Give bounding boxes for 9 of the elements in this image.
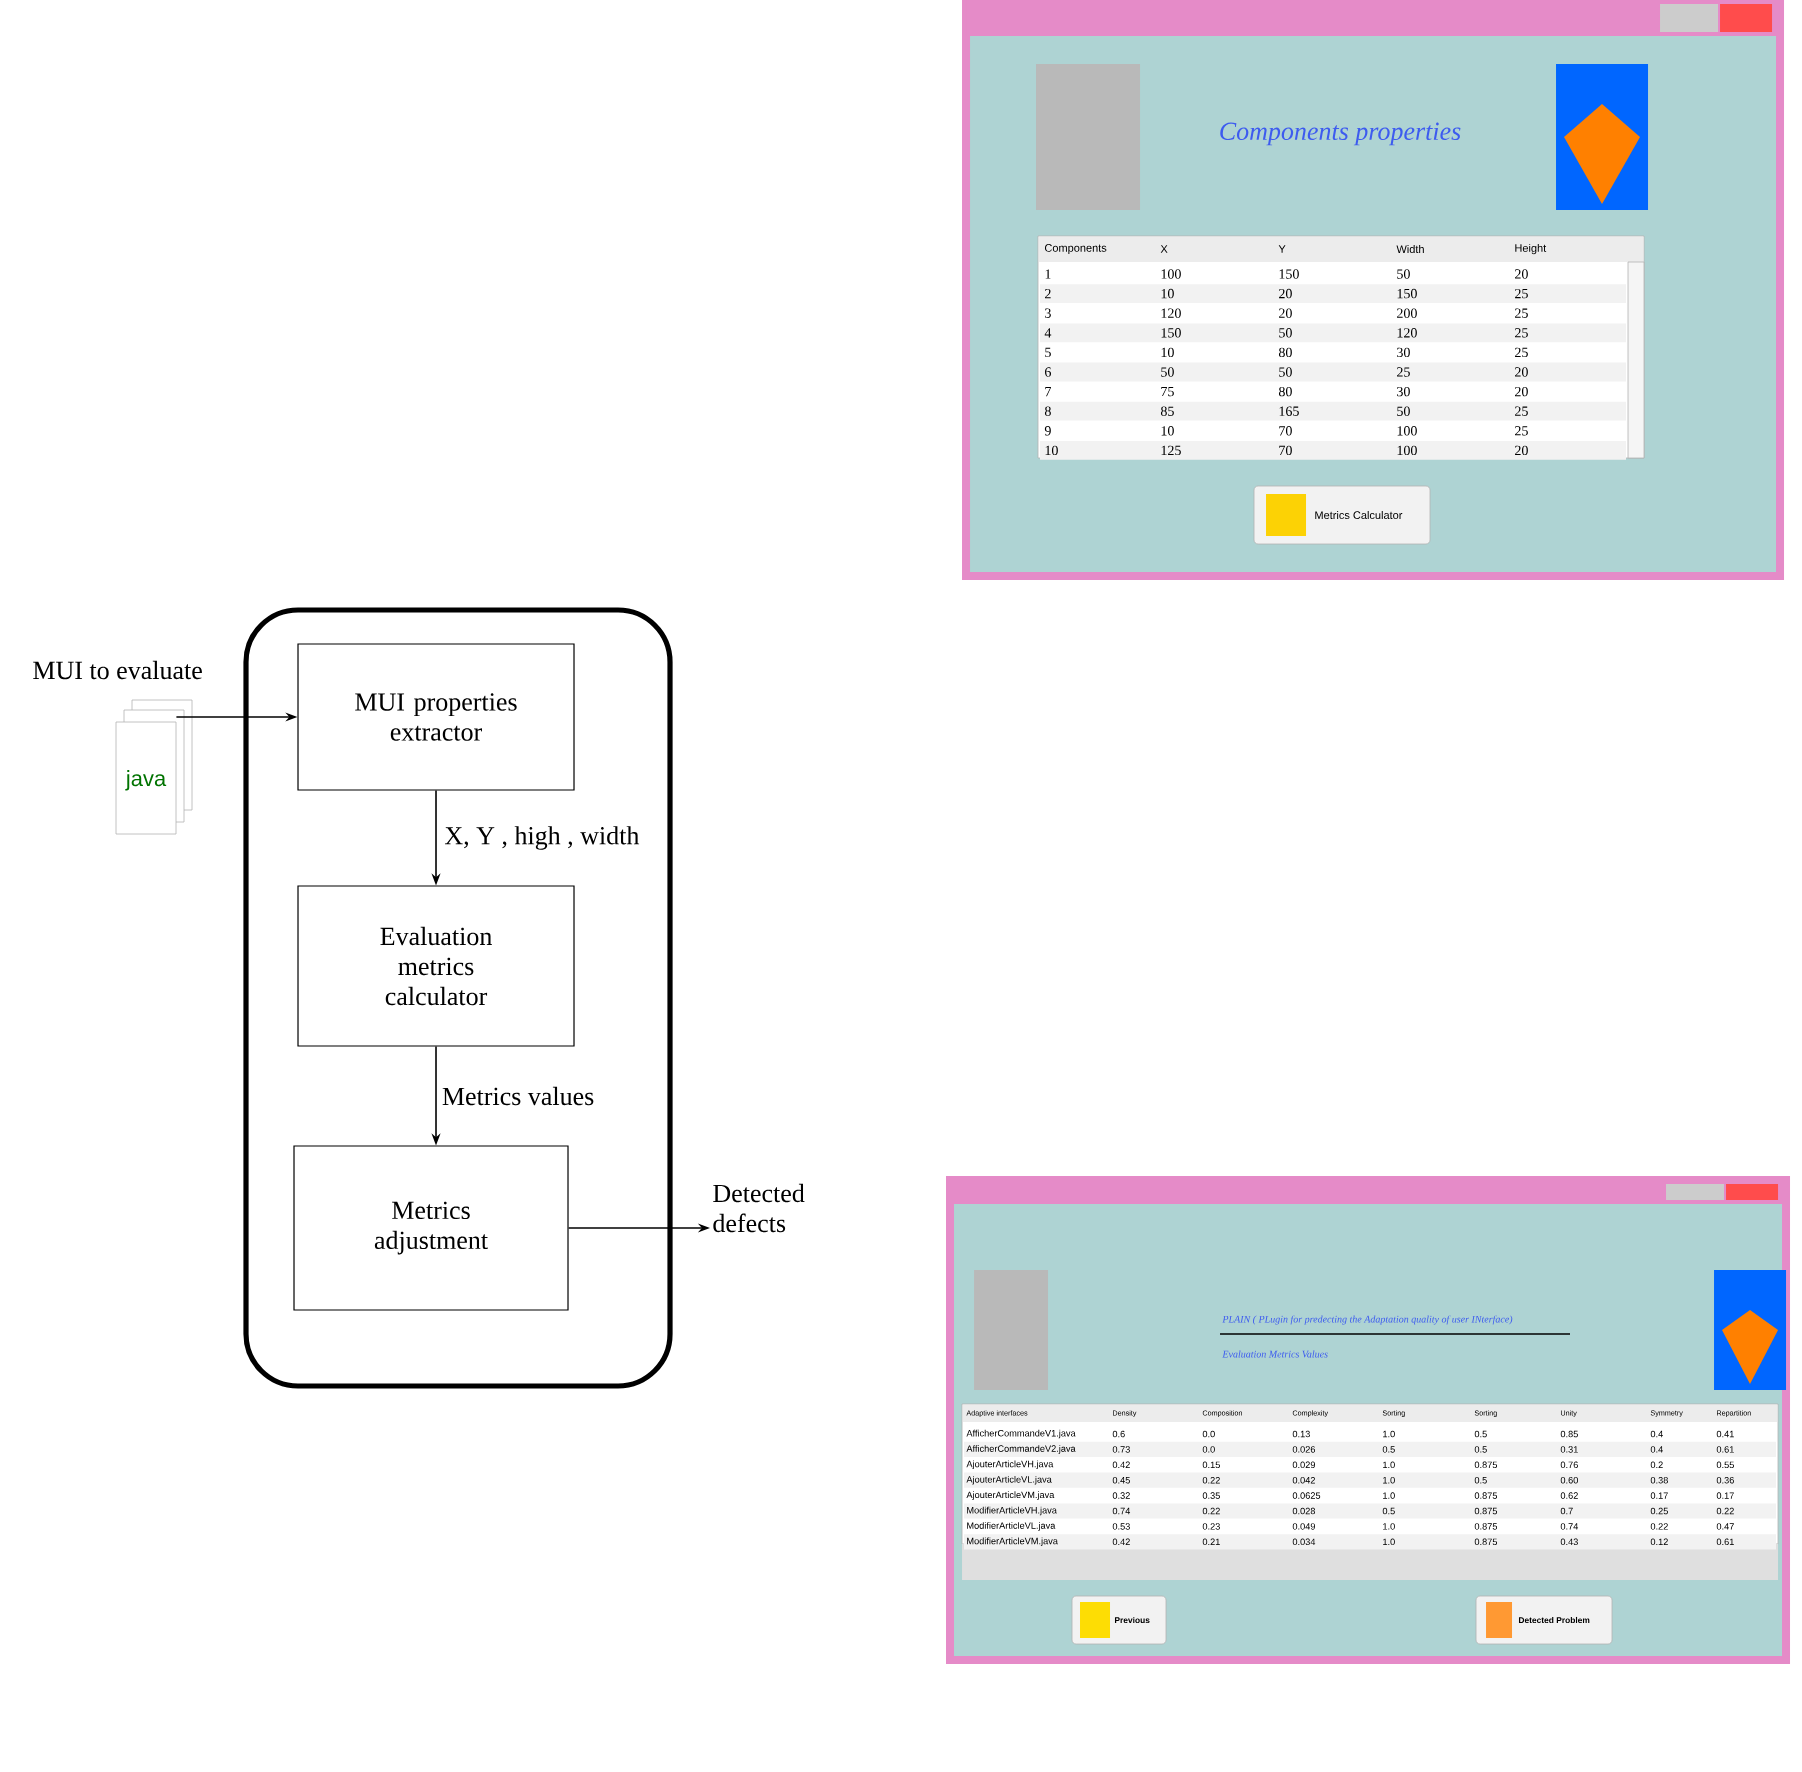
window-title: Components properties (1220, 122, 1461, 146)
process-box: MUI properties extractor (297, 643, 575, 791)
container-box (243, 607, 673, 1389)
process-box: Evaluation metrics calculator (297, 885, 575, 1047)
edge-label: Metrics values (439, 1084, 597, 1108)
edge-label: X, Y , high , width (442, 824, 642, 852)
process-box: Metrics adjustment (293, 1145, 569, 1311)
input-label: MUI to evaluate (33, 660, 202, 680)
output-label: Detected defects (713, 1183, 805, 1233)
